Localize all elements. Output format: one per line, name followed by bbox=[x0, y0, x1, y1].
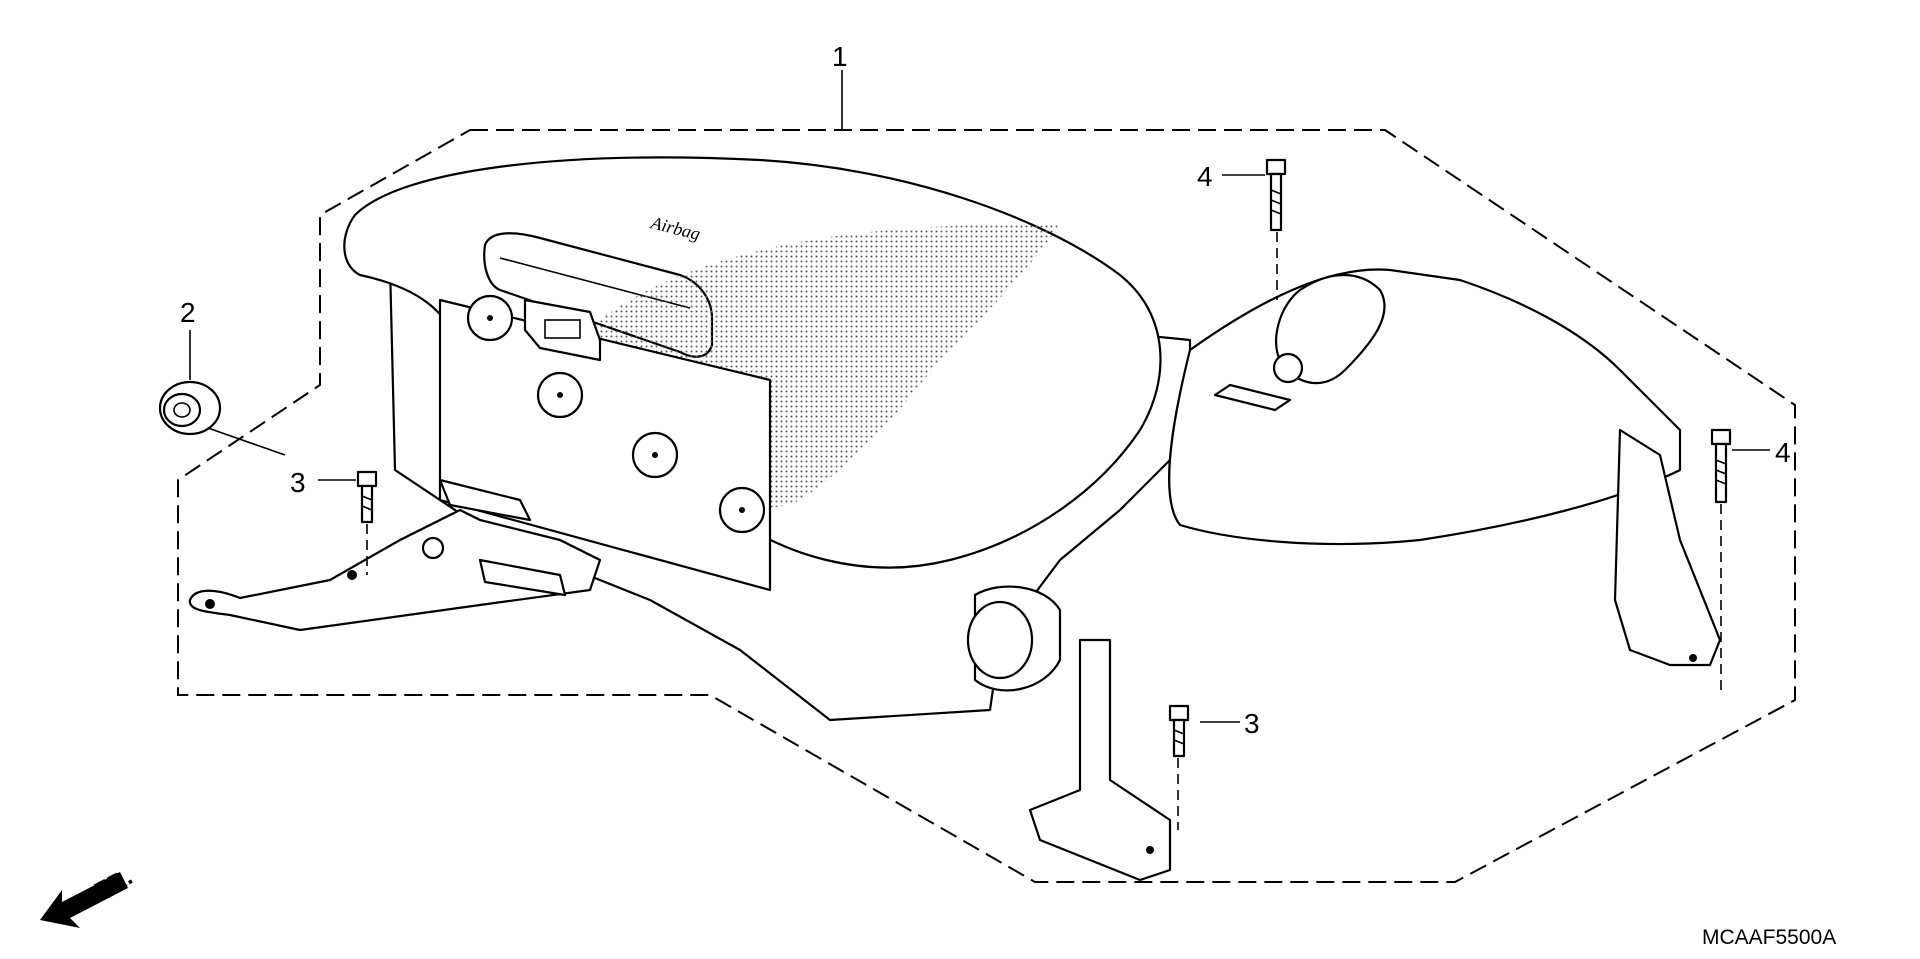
bolt-3-left bbox=[356, 470, 378, 524]
bolt-4-top bbox=[1265, 158, 1287, 232]
drawing-code: MCAAF5500A bbox=[1702, 926, 1836, 949]
left-mount-bracket bbox=[188, 478, 602, 632]
right-side-cover bbox=[1168, 268, 1722, 667]
callout-4-right: 4 bbox=[1775, 437, 1791, 468]
callout-3-left: 3 bbox=[290, 467, 306, 498]
callout-1: 1 bbox=[832, 41, 848, 72]
callout-3-lower: 3 bbox=[1244, 708, 1260, 739]
assembly-boundary bbox=[177, 129, 1796, 883]
bolt-3-lower bbox=[1168, 704, 1190, 758]
airbag-housing: Airbag bbox=[343, 156, 1192, 882]
bolt-4-right bbox=[1710, 428, 1732, 504]
callout-2: 2 bbox=[180, 297, 196, 328]
callout-4-top: 4 bbox=[1197, 161, 1213, 192]
front-direction-arrow-icon: FR. bbox=[40, 863, 137, 928]
grommet bbox=[158, 380, 222, 436]
